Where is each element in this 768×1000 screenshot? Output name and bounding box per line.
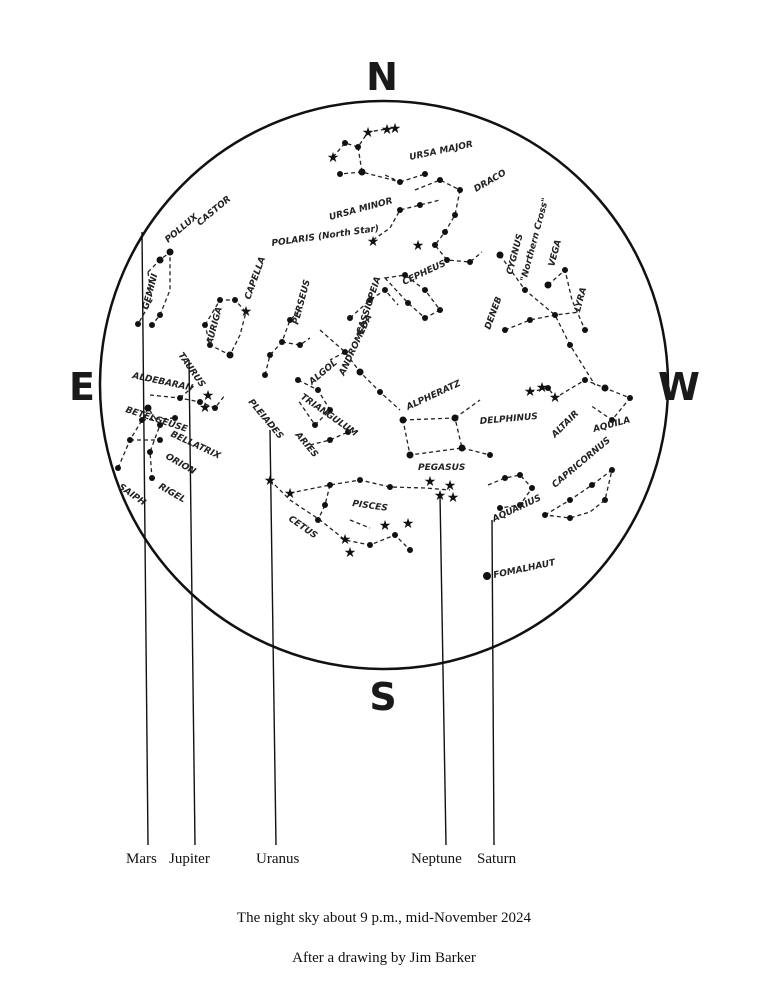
planet-label-neptune: Neptune [411, 851, 462, 867]
label-rigel: RIGEL [157, 482, 188, 506]
svg-text:★: ★ [264, 473, 277, 489]
label-delphinus: DELPHINUS [479, 412, 538, 427]
label-capricornus: CAPRICORNUS [551, 436, 613, 491]
label-ursa-minor: URSA MINOR [328, 196, 394, 223]
planet-label-mars: Mars [126, 851, 157, 867]
label-altair: ALTAIR [549, 409, 581, 441]
svg-text:★: ★ [536, 380, 549, 396]
label-cetus: CETUS [286, 514, 319, 541]
svg-text:★: ★ [444, 478, 457, 494]
svg-text:★: ★ [402, 516, 415, 532]
planet-label-saturn: Saturn [477, 851, 517, 867]
planet-pointers [141, 231, 495, 846]
pointer-mars [141, 231, 149, 846]
label-algol: ALGOL [307, 358, 340, 388]
label-aldebaran: ALDEBARAN [130, 371, 194, 394]
label-cepheus: CEPHEUS [401, 259, 448, 288]
label-pollux: POLLUX [164, 212, 201, 246]
label-gemini: GEMINI [141, 272, 160, 311]
compass-east: E [69, 365, 95, 409]
svg-text:★: ★ [447, 490, 460, 506]
label-deneb: DENEB [483, 295, 504, 331]
caption-title: The night sky about 9 p.m., mid-November… [236, 910, 532, 926]
svg-text:★: ★ [549, 390, 562, 406]
svg-text:★: ★ [412, 238, 425, 254]
star-glyphs: ★★★ ★★ ★★★ ★★ ★★★ ★★★ ★★ ★★★ ★ [199, 121, 562, 561]
svg-text:★: ★ [202, 388, 215, 404]
label-fomalhaut: FOMALHAUT [493, 558, 558, 581]
horizon-circle [98, 99, 670, 671]
svg-text:★: ★ [199, 400, 212, 416]
label-pisces: PISCES [352, 499, 389, 514]
pointer-uranus [269, 429, 277, 846]
svg-text:★: ★ [379, 518, 392, 534]
svg-text:★: ★ [240, 304, 253, 320]
label-vega: VEGA [547, 239, 564, 268]
label-perseus: PERSEUS [291, 279, 313, 326]
svg-text:★: ★ [284, 486, 297, 502]
compass-south: S [369, 675, 396, 719]
stars [115, 140, 633, 580]
pointer-neptune [439, 494, 447, 846]
label-andromeda: ANDROMEDA [337, 313, 374, 378]
compass-west: W [658, 365, 700, 409]
label-betelgeuse: BETELGEUSE [124, 405, 189, 435]
svg-text:★: ★ [367, 234, 380, 250]
svg-text:★: ★ [327, 150, 340, 166]
label-triangulum: TRIANGULUM [298, 392, 359, 439]
label-polaris: POLARIS (North Star) [271, 224, 380, 249]
svg-text:★: ★ [424, 474, 437, 490]
label-orion: ORION [164, 452, 198, 477]
compass-north: N [366, 55, 398, 99]
constellation-labels: URSA MAJOR DRACO URSA MINOR POLARIS (Nor… [116, 140, 631, 581]
svg-text:★: ★ [381, 122, 394, 138]
pointer-jupiter [188, 359, 196, 846]
label-aries: ARIES [292, 430, 320, 460]
label-pleiades: PLEIADES [246, 398, 285, 442]
label-draco: DRACO [473, 168, 509, 195]
label-alpheratz: ALPHERATZ [404, 379, 463, 413]
planet-label-uranus: Uranus [256, 851, 300, 867]
svg-text:★: ★ [344, 545, 357, 561]
planet-label-jupiter: Jupiter [169, 851, 210, 867]
label-castor: CASTOR [196, 194, 234, 228]
label-ursa-major: URSA MAJOR [409, 140, 474, 163]
label-lyra: LYRA [573, 286, 589, 313]
svg-text:★: ★ [524, 384, 537, 400]
svg-text:★: ★ [362, 125, 375, 141]
svg-text:★: ★ [389, 121, 402, 137]
label-pegasus: PEGASUS [418, 463, 465, 473]
svg-text:★: ★ [339, 532, 352, 548]
pointer-saturn [491, 519, 495, 846]
label-auriga: AURIGA [205, 306, 225, 347]
caption-credit: After a drawing by Jim Barker [292, 950, 476, 966]
label-capella: CAPELLA [243, 256, 268, 302]
